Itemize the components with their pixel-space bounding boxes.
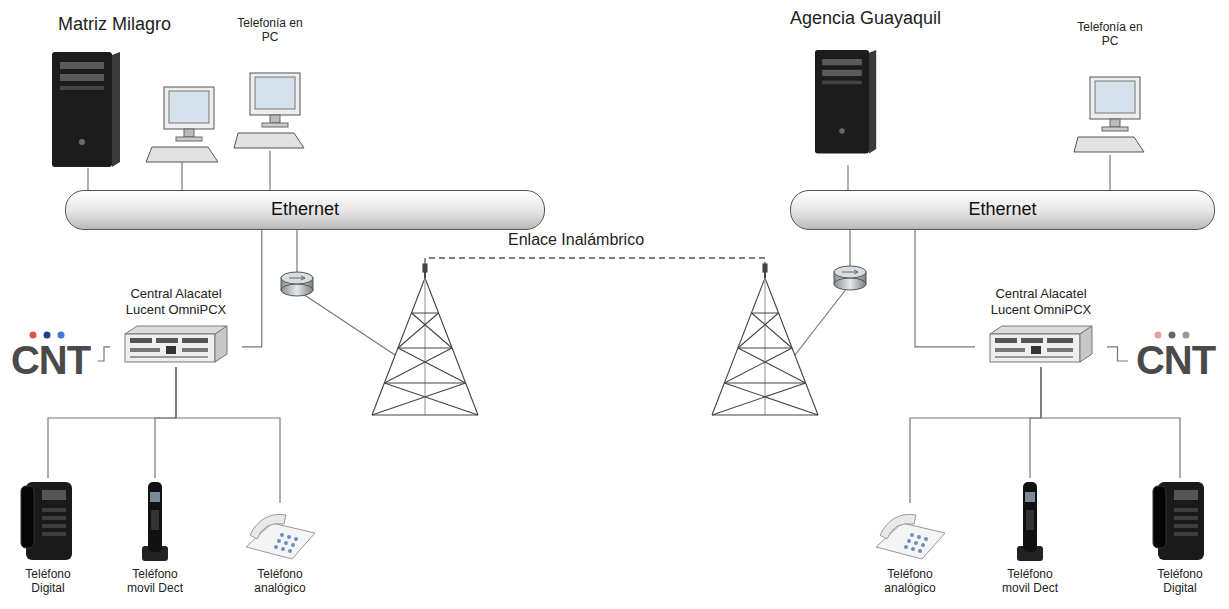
logo-dot	[1154, 332, 1161, 339]
connector-line	[176, 367, 280, 503]
logo-dot	[1168, 332, 1175, 339]
connector-line	[48, 367, 176, 478]
connector-line	[1041, 367, 1180, 478]
logo-dot	[1182, 332, 1189, 339]
router-icon	[281, 266, 866, 296]
pc-softphone: Telefonía en PC	[1065, 20, 1155, 155]
pc-icon	[232, 71, 308, 151]
logo-dot	[29, 332, 36, 339]
ethernet-bus: Ethernet	[65, 190, 545, 230]
pc-icon	[1072, 75, 1148, 155]
node-text: Central Alacatel Lucent OmniPCX	[977, 286, 1105, 317]
node-text: Ethernet	[271, 199, 339, 221]
logo-dots	[21, 330, 81, 340]
node-text: Teléfono Digital	[12, 567, 84, 596]
phone-icon	[242, 503, 318, 563]
pc-icon	[146, 87, 218, 162]
logo-dot	[43, 332, 50, 339]
connector-line	[1030, 367, 1041, 478]
node-text: Teléfono Digital	[1144, 567, 1216, 596]
connector-line	[98, 347, 110, 361]
node-text: Teléfono movil Dect	[119, 567, 191, 596]
node-text: CNT	[1136, 340, 1215, 380]
node-text: Telefonía en PC	[235, 16, 305, 45]
pbx-switch: Central Alacatel Lucent OmniPCX	[110, 286, 242, 367]
phone-icon	[1015, 478, 1045, 563]
ethernet-bus: Ethernet	[790, 190, 1215, 230]
node-text: Teléfono analógico	[874, 567, 946, 596]
logo-dots	[1146, 330, 1206, 340]
server-icon	[52, 50, 876, 167]
pc-icon	[1072, 75, 1148, 155]
pc-softphone: Telefonía en PC	[225, 16, 315, 151]
pbx-icon	[985, 322, 1097, 367]
logo-dot	[57, 332, 64, 339]
phone-icon	[872, 503, 948, 563]
phone-icon	[18, 478, 78, 563]
node-text: Telefonía en PC	[1075, 20, 1145, 49]
wireless-link	[425, 258, 765, 264]
link-label: Enlace Inalámbrico	[505, 230, 647, 249]
pbx-icon	[985, 322, 1097, 367]
phone-icon	[140, 478, 170, 563]
connector-line	[910, 367, 1041, 503]
connector-line	[155, 367, 176, 478]
connector-line	[269, 151, 270, 190]
phone-icon	[1150, 478, 1210, 563]
phone-icon	[242, 503, 318, 563]
phone-icon	[1015, 478, 1045, 563]
pbx-icon	[120, 322, 232, 367]
connector-line	[1107, 347, 1128, 361]
dect-phone: Teléfono movil Dect	[110, 478, 200, 596]
node-text: Ethernet	[968, 199, 1036, 221]
digital-phone: Teléfono Digital	[3, 478, 93, 596]
node-text: Teléfono movil Dect	[994, 567, 1066, 596]
node-text: Teléfono analógico	[244, 567, 316, 596]
analog-phone: Teléfono analógico	[865, 503, 955, 596]
carrier-logo: CNT	[3, 330, 98, 380]
carrier-logo: CNT	[1128, 330, 1223, 380]
dect-phone: Teléfono movil Dect	[985, 478, 1075, 596]
site-title: Agencia Guayaquil	[790, 8, 941, 30]
phone-icon	[140, 478, 170, 563]
site-title: Matriz Milagro	[58, 14, 171, 36]
phone-icon	[18, 478, 78, 563]
pbx-icon	[120, 322, 232, 367]
connector-line	[1109, 155, 1110, 190]
connector-line	[915, 230, 975, 347]
tower-icon	[372, 264, 818, 415]
node-text: CNT	[11, 340, 90, 380]
digital-phone: Teléfono Digital	[1136, 478, 1224, 596]
connector-line	[242, 230, 262, 347]
phone-icon	[872, 503, 948, 563]
phone-icon	[1150, 478, 1210, 563]
pbx-switch: Central Alacatel Lucent OmniPCX	[975, 286, 1107, 367]
pc-icon	[232, 71, 308, 151]
analog-phone: Teléfono analógico	[235, 503, 325, 596]
node-text: Central Alacatel Lucent OmniPCX	[112, 286, 240, 317]
